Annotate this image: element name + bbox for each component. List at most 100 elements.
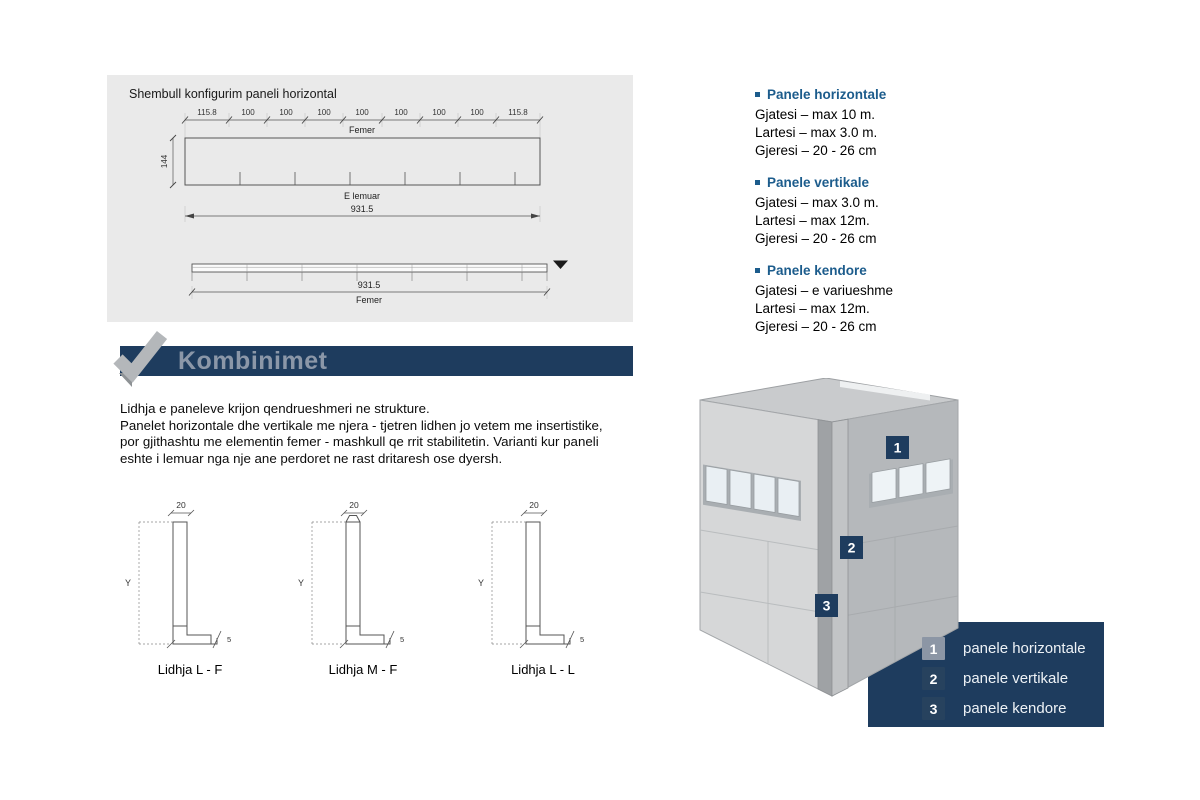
connection-label: Lidhja L - L: [511, 662, 575, 677]
tick-mark: [339, 639, 349, 649]
dim-ticks: [181, 116, 544, 124]
conn-small-dim: 5: [580, 635, 584, 644]
spec-block-vertikale: Panele vertikale Gjatesi – max 3.0 m. La…: [755, 175, 995, 248]
spec-title: Panele horizontale: [767, 87, 887, 102]
building-illustration: 1 2 3: [699, 378, 959, 697]
spec-title: Panele kendore: [767, 263, 867, 278]
break-mark: [565, 630, 575, 649]
conn-top-dim: 20: [529, 500, 539, 510]
construction-lines: [311, 521, 346, 645]
legend-row-2: 2 panele vertikale: [922, 664, 1104, 693]
badge-3: 3: [815, 594, 838, 617]
panel-profile-drawing: 115.8 100 100 100 100 100 100 100 115.8 …: [160, 108, 568, 305]
dim-label: 100: [432, 108, 446, 117]
panel-section: [345, 521, 361, 627]
conn-top-dim: 20: [176, 500, 186, 510]
dim-label: 100: [317, 108, 331, 117]
legend-label-1: panele horizontale: [963, 640, 1086, 657]
legend-rows: 1 panele horizontale 2 panele vertikale …: [868, 622, 1104, 727]
dim-label: 100: [279, 108, 293, 117]
panel-section: [525, 521, 541, 627]
base-profile: [172, 626, 218, 645]
section-title: Kombinimet: [178, 347, 328, 375]
left-face: [699, 399, 833, 697]
spec-line: Gjatesi – e variueshme: [755, 283, 894, 298]
paragraph-line: por gjithashtu me elementin femer - mash…: [120, 434, 599, 449]
total-dimension: [184, 206, 541, 222]
spec-block-kendore: Panele kendore Gjatesi – e variueshme La…: [755, 263, 995, 336]
base-profile: [525, 626, 571, 645]
spec-block-horizontale: Panele horizontale Gjatesi – max 10 m. L…: [755, 87, 995, 160]
dim-label: 115.8: [508, 108, 528, 117]
paragraph-line: Panelet horizontale dhe vertikale me nje…: [120, 417, 603, 433]
bullet-icon: [755, 268, 760, 273]
total-dim-label: 931.5: [351, 204, 374, 214]
break-mark: [385, 630, 395, 649]
legend-label-3: panele kendore: [963, 700, 1067, 717]
dim-label: 115.8: [197, 108, 217, 117]
spec-line: Gjeresi – 20 - 26 cm: [755, 231, 877, 246]
legend-num-1: 1: [922, 637, 945, 660]
conn-top-dim: 20: [349, 500, 359, 510]
bullet-icon: [755, 180, 760, 185]
paragraph-line: Lidhja e paneleve krijon qendrueshmeri n…: [120, 401, 430, 416]
spec-line: Gjatesi – max 10 m.: [755, 107, 876, 122]
specs-column: Panele horizontale Gjatesi – max 10 m. L…: [755, 87, 995, 351]
femer-top-label: Femer: [349, 125, 375, 135]
connection-label: Lidhja L - F: [157, 662, 223, 677]
connection-ll-svg: 20 Y 5: [478, 500, 584, 649]
conn-dim: [520, 509, 548, 517]
construction-lines: [138, 521, 173, 645]
dim-label: 100: [355, 108, 369, 117]
bullet-icon: [755, 92, 760, 97]
badge-1: 1: [886, 436, 909, 459]
conn-dim: [340, 509, 368, 517]
legend-label-2: panele vertikale: [963, 670, 1069, 687]
connection-lf-svg: 20 Y 5: [125, 500, 231, 649]
break-mark: [212, 630, 222, 649]
side-view-bar: [191, 260, 568, 281]
tick-mark: [166, 639, 176, 649]
tongue-detail: [345, 515, 361, 523]
spec-line: Lartesi – max 12m.: [755, 213, 870, 228]
technical-drawing-panel: Shembull konfigurim paneli horizontal 11…: [107, 75, 633, 322]
connection-drawing-mf: 20 Y 5 Lidhja M - F: [288, 498, 438, 688]
spec-line: Gjeresi – 20 - 26 cm: [755, 143, 877, 158]
checkmark-icon: [113, 330, 168, 387]
roof-highlight: [840, 381, 930, 401]
panel-notches: [239, 172, 516, 185]
legend-row-1: 1 panele horizontale: [922, 634, 1104, 663]
height-dim-label: 144: [160, 154, 169, 168]
badge-2-number: 2: [848, 540, 856, 556]
bottom-dim-label: 931.5: [358, 280, 381, 290]
tick-mark: [519, 639, 529, 649]
connection-drawing-ll: 20 Y 5 Lidhja L - L: [468, 498, 618, 688]
conn-dim: [167, 509, 195, 517]
bottom-dimension: [188, 286, 551, 299]
dim-label: 100: [241, 108, 255, 117]
reference-marker-icon: [553, 260, 568, 269]
spec-title: Panele vertikale: [767, 175, 870, 190]
spec-line: Gjeresi – 20 - 26 cm: [755, 319, 877, 334]
panel-section: [172, 521, 188, 627]
conn-y-label: Y: [478, 578, 484, 588]
dim-label: 100: [394, 108, 408, 117]
spec-line: Lartesi – max 12m.: [755, 301, 870, 316]
corner-panel-left: [817, 419, 833, 697]
dim-label: 100: [470, 108, 484, 117]
legend-num-2: 2: [922, 667, 945, 690]
spec-line: Lartesi – max 3.0 m.: [755, 125, 878, 140]
drawing-title: Shembull konfigurim paneli horizontal: [129, 87, 337, 101]
section-banner: Kombinimet: [120, 346, 633, 376]
spec-line: Gjatesi – max 3.0 m.: [755, 195, 879, 210]
legend-row-3: 3 panele kendore: [922, 694, 1104, 723]
height-dimension: [169, 134, 177, 189]
conn-small-dim: 5: [227, 635, 231, 644]
badge-3-number: 3: [823, 598, 831, 614]
construction-lines: [491, 521, 526, 645]
connection-mf-svg: 20 Y 5: [298, 500, 404, 649]
conn-y-label: Y: [298, 578, 304, 588]
conn-y-label: Y: [125, 578, 131, 588]
left-window-band: [703, 464, 801, 521]
e-lemuar-label: E lemuar: [344, 191, 380, 201]
